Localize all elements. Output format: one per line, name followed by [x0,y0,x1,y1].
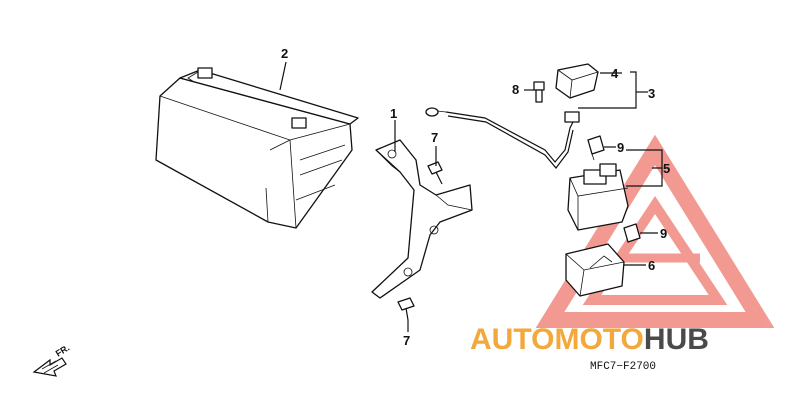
bolt-upper [427,161,443,185]
battery-cable [425,107,580,169]
starter-relay [567,163,629,231]
callout-7-upper: 7 [431,130,438,145]
terminal-cover [555,63,599,99]
callout-5: 5 [663,161,670,176]
callout-4: 4 [611,66,619,81]
watermark-hub: HUB [644,323,709,356]
callout-9-lower: 9 [660,226,667,241]
terminal-bolt [533,81,545,103]
bolt-lower [397,297,415,321]
leader-5 [626,149,663,169]
front-direction-arrow [32,357,67,377]
battery [155,67,359,229]
relay-cover [565,243,625,297]
diagram-code: MFC7−F2700 [590,361,656,373]
callout-7-lower: 7 [403,333,410,348]
fuse-lower [623,223,641,243]
callout-8: 8 [512,82,519,97]
watermark-text: AUTOMOTOHUB [470,323,709,356]
direction-label: FR. [54,343,72,359]
leader-2 [279,61,287,91]
battery-bracket [371,139,473,299]
callout-1: 1 [390,106,397,121]
callout-9-upper: 9 [617,140,624,155]
watermark-moto: MOTO [554,323,643,356]
leader-3 [578,71,637,109]
callout-6: 6 [648,258,655,273]
fuse-upper [587,135,605,161]
callout-3: 3 [648,86,655,101]
watermark-auto: AUTO [470,323,554,356]
leader-5-b [626,168,663,187]
callout-2: 2 [281,46,288,61]
